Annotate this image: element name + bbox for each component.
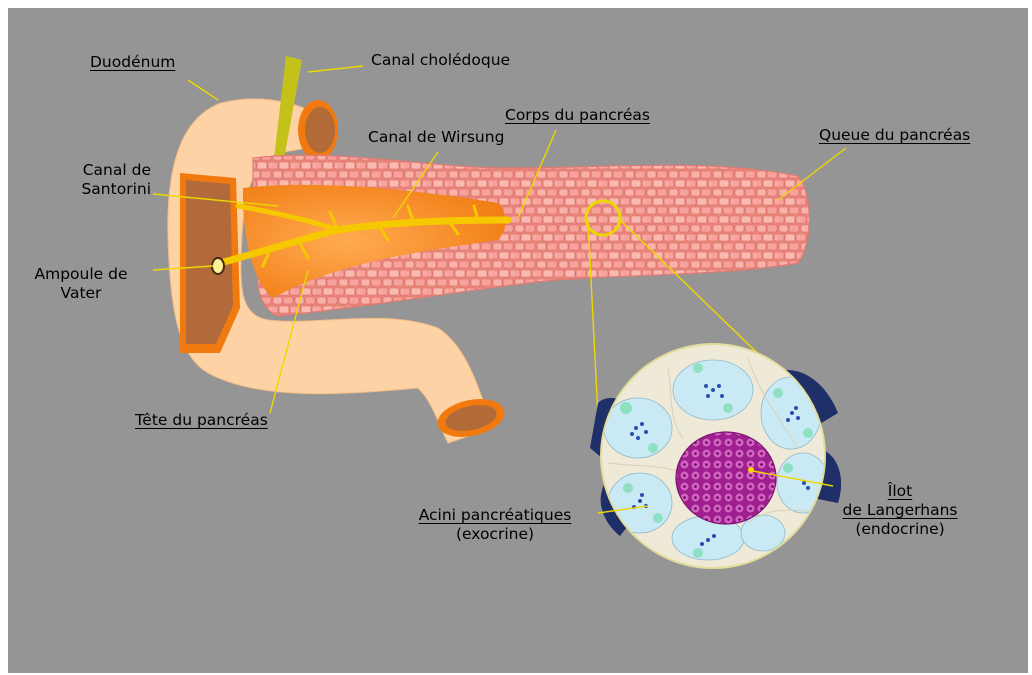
ampoule-vater-dot <box>212 258 224 274</box>
label-ilot-line2: de Langerhans <box>820 501 980 520</box>
label-corps-pancreas: Corps du pancréas <box>505 106 650 125</box>
label-acini-line1: Acini pancréatiques <box>385 506 605 525</box>
label-canal-santorini-line2: Santorini <box>48 180 151 199</box>
label-tete-pancreas: Tête du pancréas <box>135 411 268 430</box>
label-queue-pancreas: Queue du pancréas <box>819 126 970 145</box>
diagram-stage: Duodénum Canal cholédoque Corps du pancr… <box>8 8 1028 673</box>
label-acini: Acini pancréatiques (exocrine) <box>385 506 605 544</box>
label-ilot-line3: (endocrine) <box>820 520 980 539</box>
label-ilot-langerhans: Îlot de Langerhans (endocrine) <box>820 482 980 539</box>
label-ampoule-vater-line1: Ampoule de <box>18 265 144 284</box>
label-ampoule-vater: Ampoule de Vater <box>18 265 144 303</box>
label-ilot-line1: Îlot <box>820 482 980 501</box>
label-canal-santorini: Canal de Santorini <box>48 161 151 199</box>
label-canal-wirsung: Canal de Wirsung <box>368 128 504 147</box>
label-canal-santorini-line1: Canal de <box>48 161 151 180</box>
label-acini-line2: (exocrine) <box>385 525 605 544</box>
magnified-section <box>590 344 841 568</box>
label-duodenum: Duodénum <box>90 53 175 72</box>
label-canal-choledoque: Canal cholédoque <box>371 51 510 70</box>
label-ampoule-vater-line2: Vater <box>18 284 144 303</box>
